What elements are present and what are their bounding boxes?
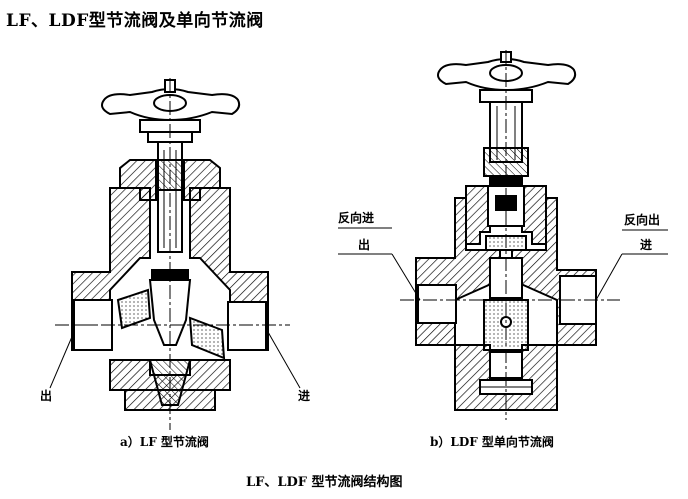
handwheel-a bbox=[101, 79, 241, 143]
bonnet-b bbox=[465, 185, 547, 245]
caption-b: b）LDF 型单向节流阀 bbox=[430, 434, 554, 449]
page-title: LF、LDF型节流阀及单向节流阀 bbox=[6, 11, 264, 31]
label-b-out: 出 bbox=[358, 237, 370, 252]
label-a-out: 出 bbox=[40, 388, 52, 403]
handwheel-b bbox=[437, 51, 577, 103]
label-b-reverse-out: 反向出 bbox=[624, 212, 660, 227]
caption-a: a）LF 型节流阀 bbox=[120, 434, 209, 449]
main-caption: LF、LDF 型节流阀结构图 bbox=[246, 474, 403, 490]
label-a-in: 进 bbox=[298, 388, 310, 403]
figure-a-lf-valve: 出 进 bbox=[40, 78, 310, 430]
figure-b-ldf-valve: 反向进 出 反向出 进 bbox=[338, 50, 668, 420]
label-b-reverse-in: 反向进 bbox=[338, 210, 374, 225]
label-b-in: 进 bbox=[640, 237, 652, 252]
